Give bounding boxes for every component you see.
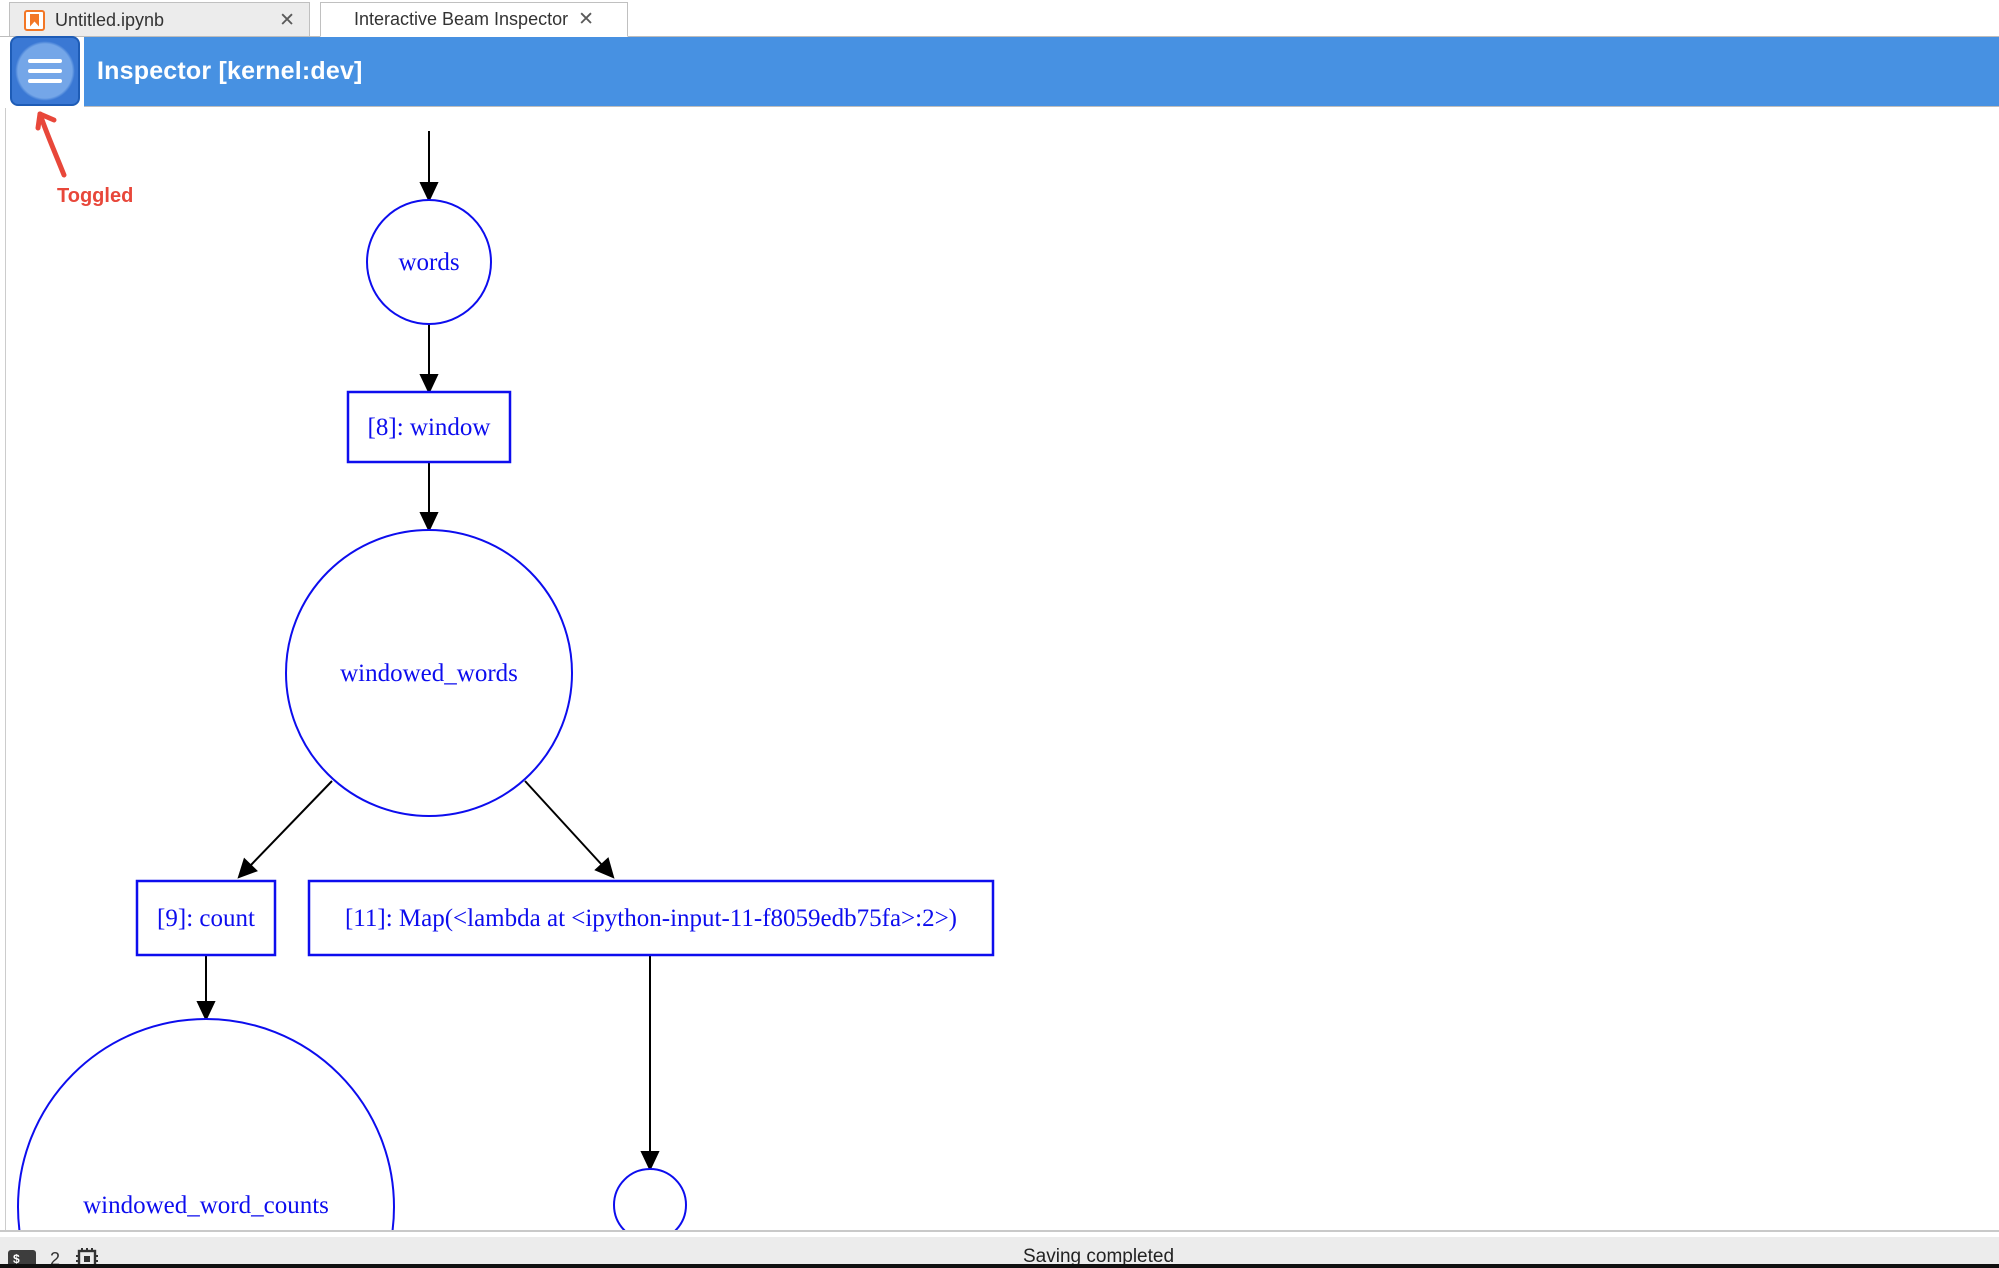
status-message: Saving completed bbox=[1023, 1246, 1175, 1267]
annotation-toggled-label: Toggled bbox=[57, 185, 134, 207]
terminals-count: 2 bbox=[50, 1248, 61, 1268]
node-unnamed-pcollection[interactable] bbox=[613, 1168, 687, 1230]
tab-untitled-notebook[interactable]: Untitled.ipynb ✕ bbox=[9, 2, 310, 37]
content-left-border bbox=[5, 108, 6, 1230]
node-map-label: [11]: Map(<lambda at <ipython-input-11-f… bbox=[345, 905, 957, 932]
tab-bar: Untitled.ipynb ✕ Interactive Beam Inspec… bbox=[0, 0, 1999, 37]
hamburger-menu-button[interactable] bbox=[10, 36, 80, 106]
graph-edges bbox=[196, 131, 660, 1172]
hamburger-icon bbox=[28, 59, 62, 63]
status-bar bbox=[0, 1237, 1999, 1264]
tab-label: Interactive Beam Inspector bbox=[353, 9, 569, 29]
tab-label: Untitled.ipynb bbox=[55, 9, 165, 30]
close-icon[interactable]: ✕ bbox=[578, 9, 595, 30]
node-count-label: [9]: count bbox=[157, 905, 255, 932]
node-windowed-words-label: windowed_words bbox=[340, 660, 518, 687]
notebook-icon bbox=[24, 9, 45, 31]
tab-interactive-beam-inspector[interactable]: Interactive Beam Inspector ✕ bbox=[320, 2, 628, 37]
terminals-kernels-indicator[interactable]: $ 2 bbox=[8, 1248, 100, 1268]
node-window-transform[interactable]: [8]: window bbox=[346, 390, 512, 464]
node-words-label: words bbox=[398, 249, 459, 276]
inspector-header: Inspector [kernel:dev] bbox=[84, 37, 1999, 107]
node-count-transform[interactable]: [9]: count bbox=[135, 879, 277, 957]
statusbar-top-border bbox=[0, 1230, 1999, 1232]
tabbar-bottom-border bbox=[0, 36, 1999, 37]
node-words[interactable]: words bbox=[366, 199, 492, 325]
node-windowed-words[interactable]: windowed_words bbox=[285, 529, 573, 817]
node-windowed-word-counts[interactable]: windowed_word_counts bbox=[17, 1018, 395, 1230]
node-map-transform[interactable]: [11]: Map(<lambda at <ipython-input-11-f… bbox=[307, 879, 995, 957]
beam-pipeline-graph: words [8]: window windowed_words [9]: co… bbox=[17, 131, 995, 1230]
close-icon[interactable]: ✕ bbox=[279, 9, 295, 31]
node-window-label: [8]: window bbox=[368, 414, 491, 441]
node-windowed-word-counts-label: windowed_word_counts bbox=[83, 1192, 329, 1219]
terminal-icon: $ bbox=[8, 1249, 36, 1268]
page-title: Inspector [kernel:dev] bbox=[97, 57, 363, 85]
screen-bottom-edge bbox=[0, 1264, 1999, 1268]
